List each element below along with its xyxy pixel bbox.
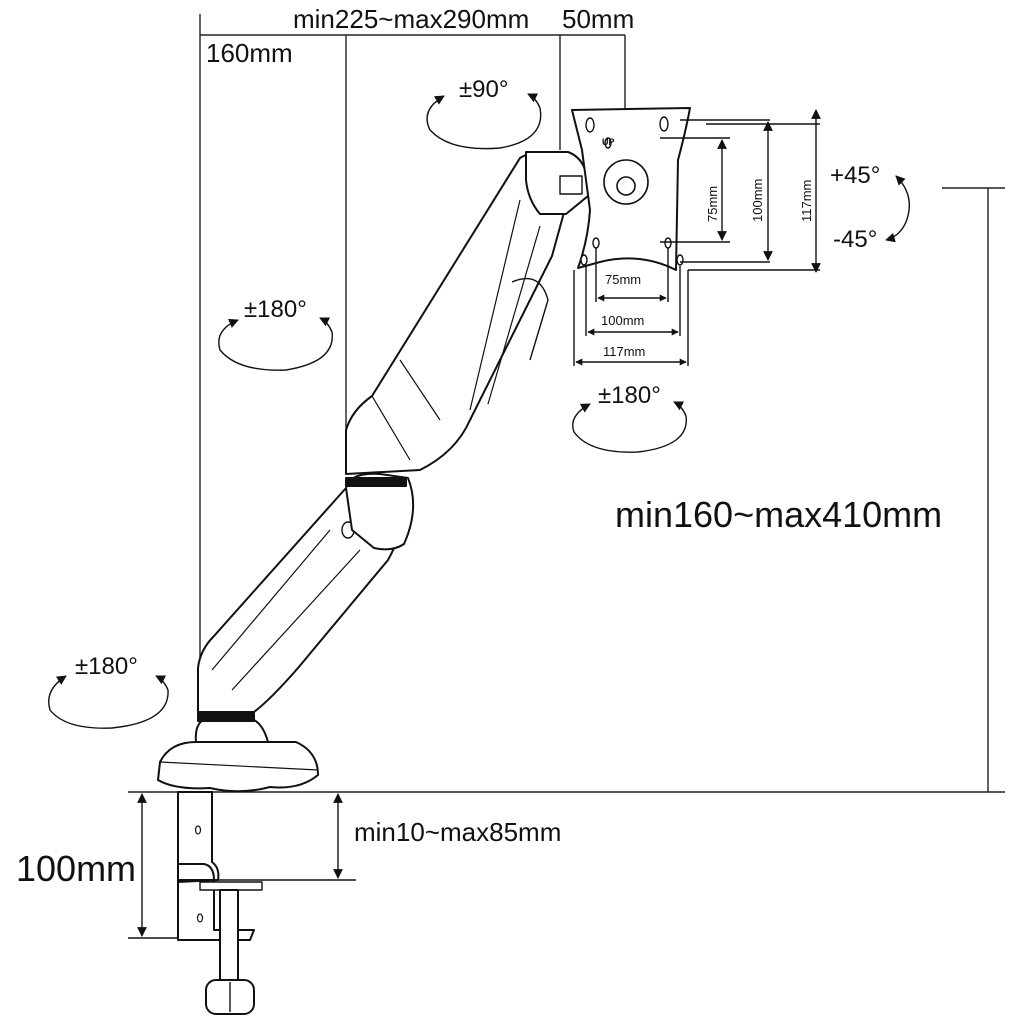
screen-rotation-label: ±180° <box>598 382 661 409</box>
arm-joint-label: ±180° <box>244 296 307 323</box>
height-range-label: min160~max410mm <box>615 494 943 535</box>
tilt-up-label: +45° <box>830 162 881 189</box>
base-swivel-label: ±180° <box>75 653 138 680</box>
reference-lines <box>128 14 1005 793</box>
vesa-v-small-label: 75mm <box>705 185 720 222</box>
tilt-down-label: -45° <box>833 226 878 253</box>
arm-joint-arc <box>218 317 333 371</box>
rotation-indicators <box>48 93 910 729</box>
arm-reach-label: min225~max290mm <box>293 4 530 34</box>
tilt-head <box>525 151 590 215</box>
head-swivel-arc <box>426 93 542 150</box>
base-plate <box>157 741 319 793</box>
vesa-up-mark: UP <box>602 137 615 147</box>
pole-offset-label: 160mm <box>206 38 293 68</box>
dimension-arrows <box>128 109 821 939</box>
vesa-h-small-label: 75mm <box>605 272 642 287</box>
monitor-arm <box>157 107 691 1015</box>
desk-thickness-label: min10~max85mm <box>354 817 562 847</box>
tilt-arc <box>885 175 910 243</box>
screen-rotation-arc <box>572 401 687 453</box>
clamp-height-label: 100mm <box>16 848 137 889</box>
clamp-screw <box>219 889 239 991</box>
clamp-jaw <box>177 863 255 941</box>
vesa-v-large-label: 117mm <box>799 179 814 222</box>
vesa-v-mid-label: 100mm <box>750 178 765 222</box>
vesa-h-large-label: 117mm <box>603 344 646 359</box>
elbow-joint <box>345 472 415 551</box>
base-collar <box>197 711 255 722</box>
head-swivel-label: ±90° <box>459 76 509 103</box>
base-swivel-arc <box>48 675 169 729</box>
plate-offset-label: 50mm <box>562 4 635 34</box>
vesa-h-mid-label: 100mm <box>601 313 645 328</box>
